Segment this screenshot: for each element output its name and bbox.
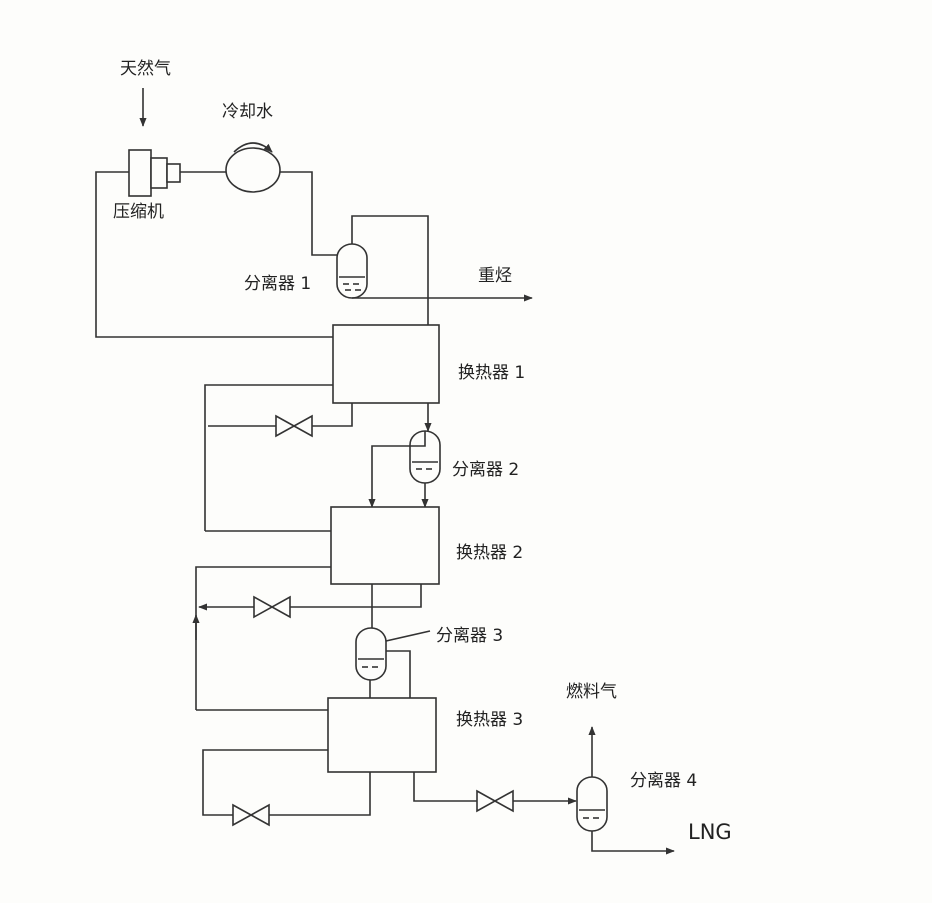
- compressor: [128, 149, 181, 197]
- exchanger2-refrigerant-loop: [195, 566, 331, 710]
- valve-4: [476, 789, 514, 813]
- recycle-line: [95, 171, 333, 338]
- compressor-label: 压缩机: [113, 202, 164, 222]
- separator-4: [576, 776, 608, 832]
- natural-gas-label: 天然气: [120, 59, 171, 79]
- separator4-label: 分离器 4: [630, 771, 698, 791]
- valve-2: [253, 595, 291, 619]
- cooling-water-label: 冷却水: [222, 102, 273, 122]
- heat-exchanger-3: [327, 697, 437, 773]
- exchanger2-label: 换热器 2: [456, 543, 524, 563]
- exchanger3-outlet-line: [413, 772, 577, 805]
- heavy-hydrocarbons-label: 重烃: [478, 266, 512, 286]
- fuel-gas-label: 燃料气: [566, 682, 617, 702]
- separator1-vapor-line: [351, 215, 432, 432]
- exchanger1-label: 换热器 1: [458, 363, 526, 383]
- valve-1: [275, 414, 313, 438]
- separator-3: [355, 627, 387, 681]
- valve-3: [232, 803, 270, 827]
- separator3-label: 分离器 3: [436, 626, 504, 646]
- exchanger3-label: 换热器 3: [456, 710, 524, 730]
- exchanger1-refrigerant-loop: [204, 384, 333, 531]
- water-cooler: [225, 142, 281, 193]
- separator2-label: 分离器 2: [452, 460, 520, 480]
- heat-exchanger-1: [332, 324, 440, 404]
- cooler-outlet-line: [280, 171, 337, 256]
- heat-exchanger-2: [330, 506, 440, 585]
- lng-label: LNG: [688, 820, 732, 844]
- separator2-vapor-line: [368, 431, 426, 508]
- lng-outlet-line: [591, 831, 675, 855]
- exchanger2-return-line: [198, 584, 422, 611]
- exchanger3-refrigerant-loop: [202, 749, 371, 816]
- separator-1: [336, 243, 368, 299]
- separator1-label: 分离器 1: [244, 274, 312, 294]
- exchanger1-return-line: [208, 403, 353, 427]
